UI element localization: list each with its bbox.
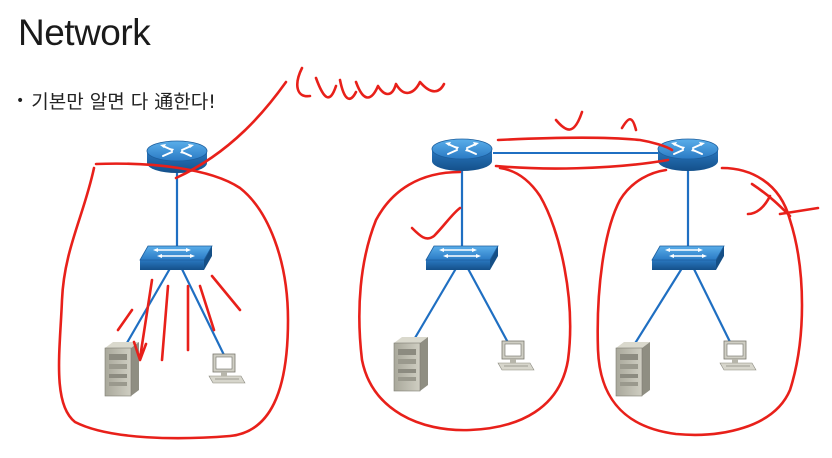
slide-title: Network [18,12,151,53]
router-icon [657,138,719,172]
link-highlight [496,136,674,152]
switch-icon [139,245,213,271]
link-switch-server-middle [411,264,459,344]
link-switch-workstation-left [179,264,225,356]
server-icon [393,336,429,392]
server-icon [104,341,140,397]
traffic-arrow [132,278,154,362]
network-links [123,152,735,356]
bullet-item: • 기본만 알면 다 通한다! [16,87,216,114]
workstation-icon [497,340,535,371]
bullet-dot: • [16,92,25,109]
link-switch-workstation-right [691,264,735,351]
check-mark-link [554,110,584,131]
gateway-scribble [296,66,446,101]
cross-mark-right [778,206,820,216]
network-boundary-left [57,162,290,440]
traffic-arrow [210,274,242,312]
server-icon [615,341,651,397]
link-highlight [494,158,670,170]
workstation-icon [208,353,246,384]
check-mark-middle [410,206,462,240]
hand-annotations [57,66,820,440]
router-icon [431,138,493,172]
traffic-arrow [116,308,134,332]
network-boundary-right [596,166,804,437]
switch-icon [651,245,725,271]
traffic-arrow [160,284,170,362]
network-boundary-middle [358,166,572,432]
check-mark-link [620,117,638,132]
cross-mark-right [746,194,772,216]
traffic-arrow [198,284,216,332]
link-switch-server-right [633,264,685,346]
link-switch-workstation-middle [465,264,513,351]
bullet-text: 기본만 알면 다 通한다! [31,91,216,113]
switch-icon [425,245,499,271]
workstation-icon [719,340,757,371]
gateway-pointer [174,80,288,180]
